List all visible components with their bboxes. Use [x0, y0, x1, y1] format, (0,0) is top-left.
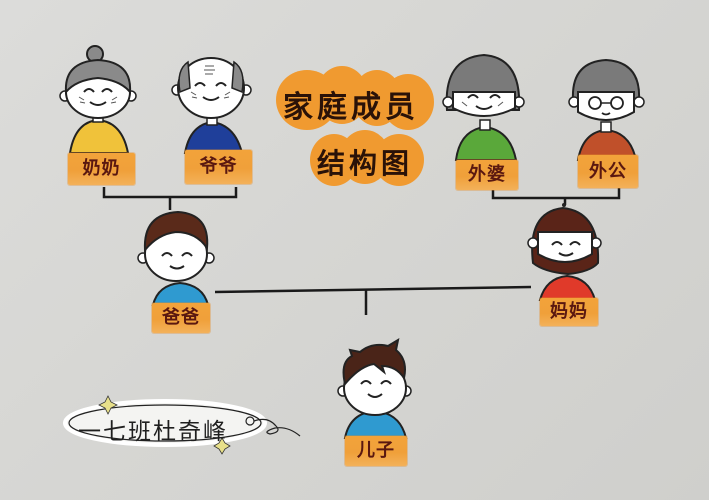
sparkle-icon [213, 437, 231, 455]
label-grandpa-maternal: 外公 [578, 155, 638, 188]
label-father: 爸爸 [152, 303, 210, 333]
label-grandma-paternal: 奶奶 [68, 153, 135, 185]
signature-bubble [63, 395, 301, 455]
figure-grandpa-paternal [171, 57, 252, 154]
figure-son [337, 337, 412, 439]
figure-mother [527, 203, 602, 301]
label-son: 儿子 [345, 436, 407, 466]
title-blob [382, 74, 434, 130]
figure-grandpa-maternal [568, 58, 645, 161]
label-grandma-maternal: 外婆 [456, 160, 518, 190]
title-line-1: 家庭成员 [283, 90, 419, 125]
signature-text: 一七班杜奇峰 [78, 419, 228, 445]
title-line-2: 结构图 [317, 147, 414, 180]
label-grandpa-paternal: 爷爷 [185, 150, 252, 184]
figure-grandma-maternal [442, 53, 525, 161]
connector-paternal-grandparents [102, 187, 238, 210]
figure-grandma-paternal [59, 45, 137, 154]
figure-father [137, 210, 215, 306]
label-mother: 妈妈 [540, 298, 598, 326]
title-blob [374, 134, 424, 186]
sparkle-icon [98, 395, 118, 415]
connector-parents-son [214, 285, 532, 315]
